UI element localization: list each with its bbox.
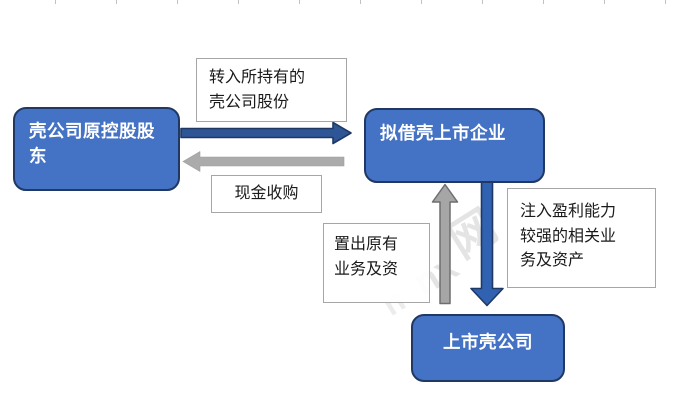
arrow-cash-purchase[interactable] [182,151,345,172]
ruler-tick [177,0,178,4]
label-divest-assets[interactable]: 置出原有 业务及资 [323,223,430,303]
label-transfer-shares[interactable]: 转入所持有的 壳公司股份 [196,58,347,122]
label-inject-line1: 注入盈利能力 [520,203,617,220]
node-backdoor-company[interactable]: 拟借壳上市企业 [364,108,545,183]
ruler-tick [543,0,544,4]
ruler-tick [421,0,422,4]
label-transfer-line2: 壳公司股份 [209,94,290,111]
ruler-tick [604,0,605,4]
label-inject-line3: 务及资产 [520,252,585,269]
arrow-inject-assets[interactable] [470,181,504,307]
label-cash-line1: 现金收购 [234,185,299,202]
node-original-shareholder[interactable]: 壳公司原控股股东 [13,107,180,191]
arrow-divest-assets[interactable] [431,183,459,305]
label-divest-line2: 业务及资 [334,261,399,278]
arrow-transfer-shares[interactable] [180,121,352,145]
label-divest-line1: 置出原有 [334,236,399,253]
node-original-shareholder-label: 壳公司原控股股东 [29,121,155,166]
ruler-tick [360,0,361,4]
label-transfer-line1: 转入所持有的 [209,69,306,86]
ruler-tick [116,0,117,4]
label-inject-assets[interactable]: 注入盈利能力 较强的相关业 务及资产 [507,188,656,288]
node-listed-shell[interactable]: 上市壳公司 [411,314,565,382]
ruler-tick [299,0,300,4]
ruler-tick [55,0,56,4]
ruler-tick [238,0,239,4]
ruler-tick [482,0,483,4]
label-inject-line2: 较强的相关业 [520,227,617,245]
node-backdoor-company-label: 拟借壳上市企业 [380,123,506,143]
label-cash-purchase[interactable]: 现金收购 [211,175,322,213]
node-listed-shell-label: 上市壳公司 [443,332,533,352]
ruler-tick [665,0,666,4]
